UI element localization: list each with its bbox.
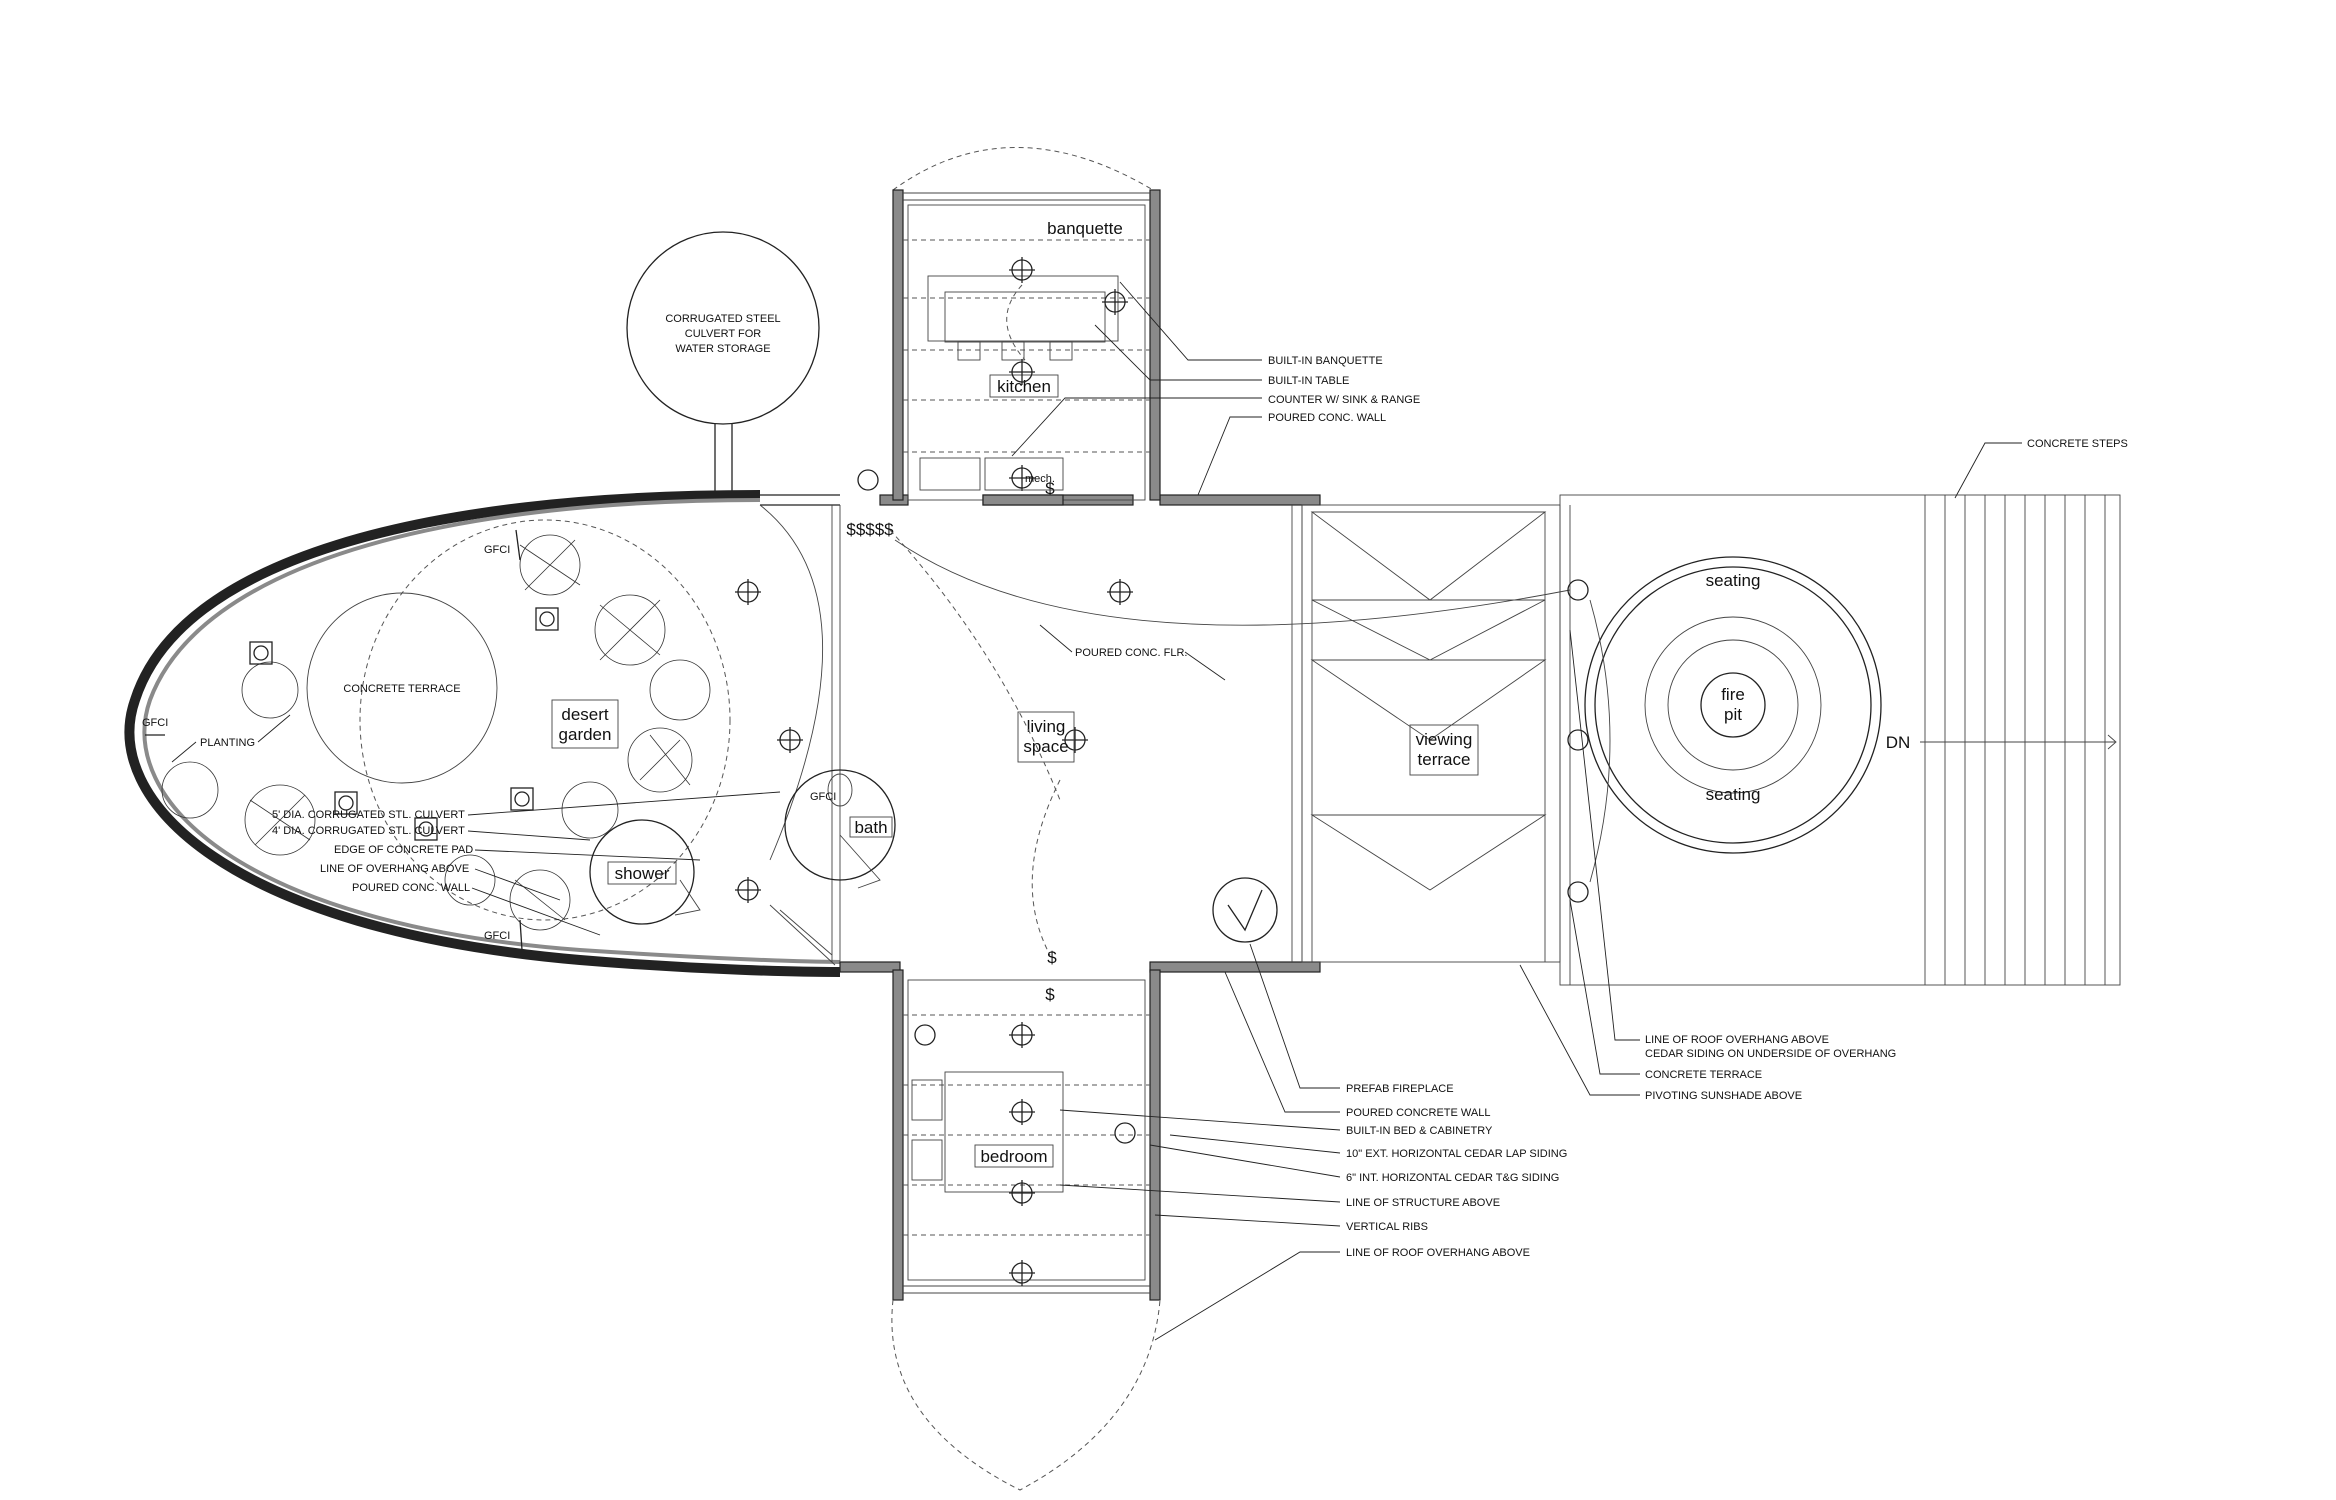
gfci-bath: GFCI [810, 791, 836, 803]
note-pivoting: PIVOTING SUNSHADE ABOVE [1645, 1090, 1802, 1102]
prefab-fireplace [1212, 877, 1278, 943]
desert-garden-tag [551, 699, 619, 749]
bedroom-label: bedroom [980, 1147, 1047, 1166]
note-ext-siding: 10" EXT. HORIZONTAL CEDAR LAP SIDING [1346, 1148, 1567, 1160]
switch-row: $$$$$ [846, 520, 894, 539]
note-structure: LINE OF STRUCTURE ABOVE [1346, 1197, 1500, 1209]
viewing-terrace: viewing terrace [1301, 504, 1561, 963]
mech-label: mech. [1025, 473, 1055, 485]
planting-label: PLANTING [200, 737, 255, 749]
note-roof-overhang-1: LINE OF ROOF OVERHANG ABOVE [1645, 1034, 1829, 1046]
conc-wall-left-label: POURED CONC. WALL [352, 882, 470, 894]
bath [784, 769, 896, 881]
poured-floor-label: POURED CONC. FLR. [1075, 647, 1187, 659]
shower [589, 819, 695, 925]
annotations: BUILT-IN BANQUETTE BUILT-IN TABLE COUNTE… [1011, 281, 2128, 1341]
switch-living: $ [1047, 948, 1057, 967]
switch-bedroom: $ [1045, 985, 1055, 1004]
garden-wing: CONCRETE TERRACE desert garden GFCI [124, 490, 841, 977]
water-storage-culvert: CORRUGATED STEEL CULVERT FOR WATER STORA… [626, 231, 820, 497]
note-concrete-steps: CONCRETE STEPS [2027, 438, 2128, 450]
note-ribs: VERTICAL RIBS [1346, 1221, 1428, 1233]
culvert-4-label: 4' DIA. CORRUGATED STL. CULVERT [272, 825, 465, 837]
note-concrete-terrace-right: CONCRETE TERRACE [1645, 1069, 1762, 1081]
fire-pit-terrace: seating seating fire pit DN [1559, 494, 2121, 986]
desert-label-2: garden [559, 725, 612, 744]
fire-label-2: pit [1724, 705, 1742, 724]
culvert-label-1: CORRUGATED STEEL [665, 313, 780, 325]
note-poured-concrete-wall: POURED CONCRETE WALL [1346, 1107, 1490, 1119]
culvert-5-label: 5' DIA. CORRUGATED STL. CULVERT [272, 809, 465, 821]
viewing-label-1: viewing [1416, 730, 1473, 749]
overhang-left-label: LINE OF OVERHANG ABOVE [320, 863, 469, 875]
note-bed: BUILT-IN BED & CABINETRY [1346, 1125, 1493, 1137]
planting-trees [161, 534, 711, 931]
culvert-label-3: WATER STORAGE [675, 343, 770, 355]
gfci-label-1: GFCI [484, 544, 510, 556]
note-poured-wall-top: POURED CONC. WALL [1268, 412, 1386, 424]
note-builtin-banquette: BUILT-IN BANQUETTE [1268, 355, 1383, 367]
kitchen-wing: banquette kitchen mech. [892, 147, 1161, 506]
shower-label: shower [615, 864, 670, 883]
dn-label: DN [1886, 733, 1911, 752]
viewing-label-2: terrace [1418, 750, 1471, 769]
concrete-terrace-left-label: CONCRETE TERRACE [343, 683, 460, 695]
fire-label-1: fire [1721, 685, 1745, 704]
concrete-terrace-left [306, 592, 498, 784]
edge-pad-label: EDGE OF CONCRETE PAD [334, 844, 473, 856]
living-label-2: space [1023, 737, 1068, 756]
bath-label: bath [854, 818, 887, 837]
switch-kitchen: $ [1045, 479, 1055, 498]
note-roof-overhang-2: CEDAR SIDING ON UNDERSIDE OF OVERHANG [1645, 1048, 1896, 1060]
seating-top-label: seating [1706, 571, 1761, 590]
gfci-label-2: GFCI [142, 717, 168, 729]
note-counter: COUNTER W/ SINK & RANGE [1268, 394, 1420, 406]
desert-label-1: desert [561, 705, 609, 724]
kitchen-label: kitchen [997, 377, 1051, 396]
living-label-1: living [1027, 717, 1066, 736]
seating-bottom-label: seating [1706, 785, 1761, 804]
note-roof-overhang-bottom: LINE OF ROOF OVERHANG ABOVE [1346, 1247, 1530, 1259]
bedroom-wing: bedroom [891, 969, 1161, 1491]
note-builtin-table: BUILT-IN TABLE [1268, 375, 1349, 387]
culvert-label-2: CULVERT FOR [685, 328, 761, 340]
note-int-siding: 6" INT. HORIZONTAL CEDAR T&G SIDING [1346, 1172, 1559, 1184]
note-fireplace: PREFAB FIREPLACE [1346, 1083, 1454, 1095]
banquette-label: banquette [1047, 219, 1123, 238]
gfci-label-3: GFCI [484, 930, 510, 942]
